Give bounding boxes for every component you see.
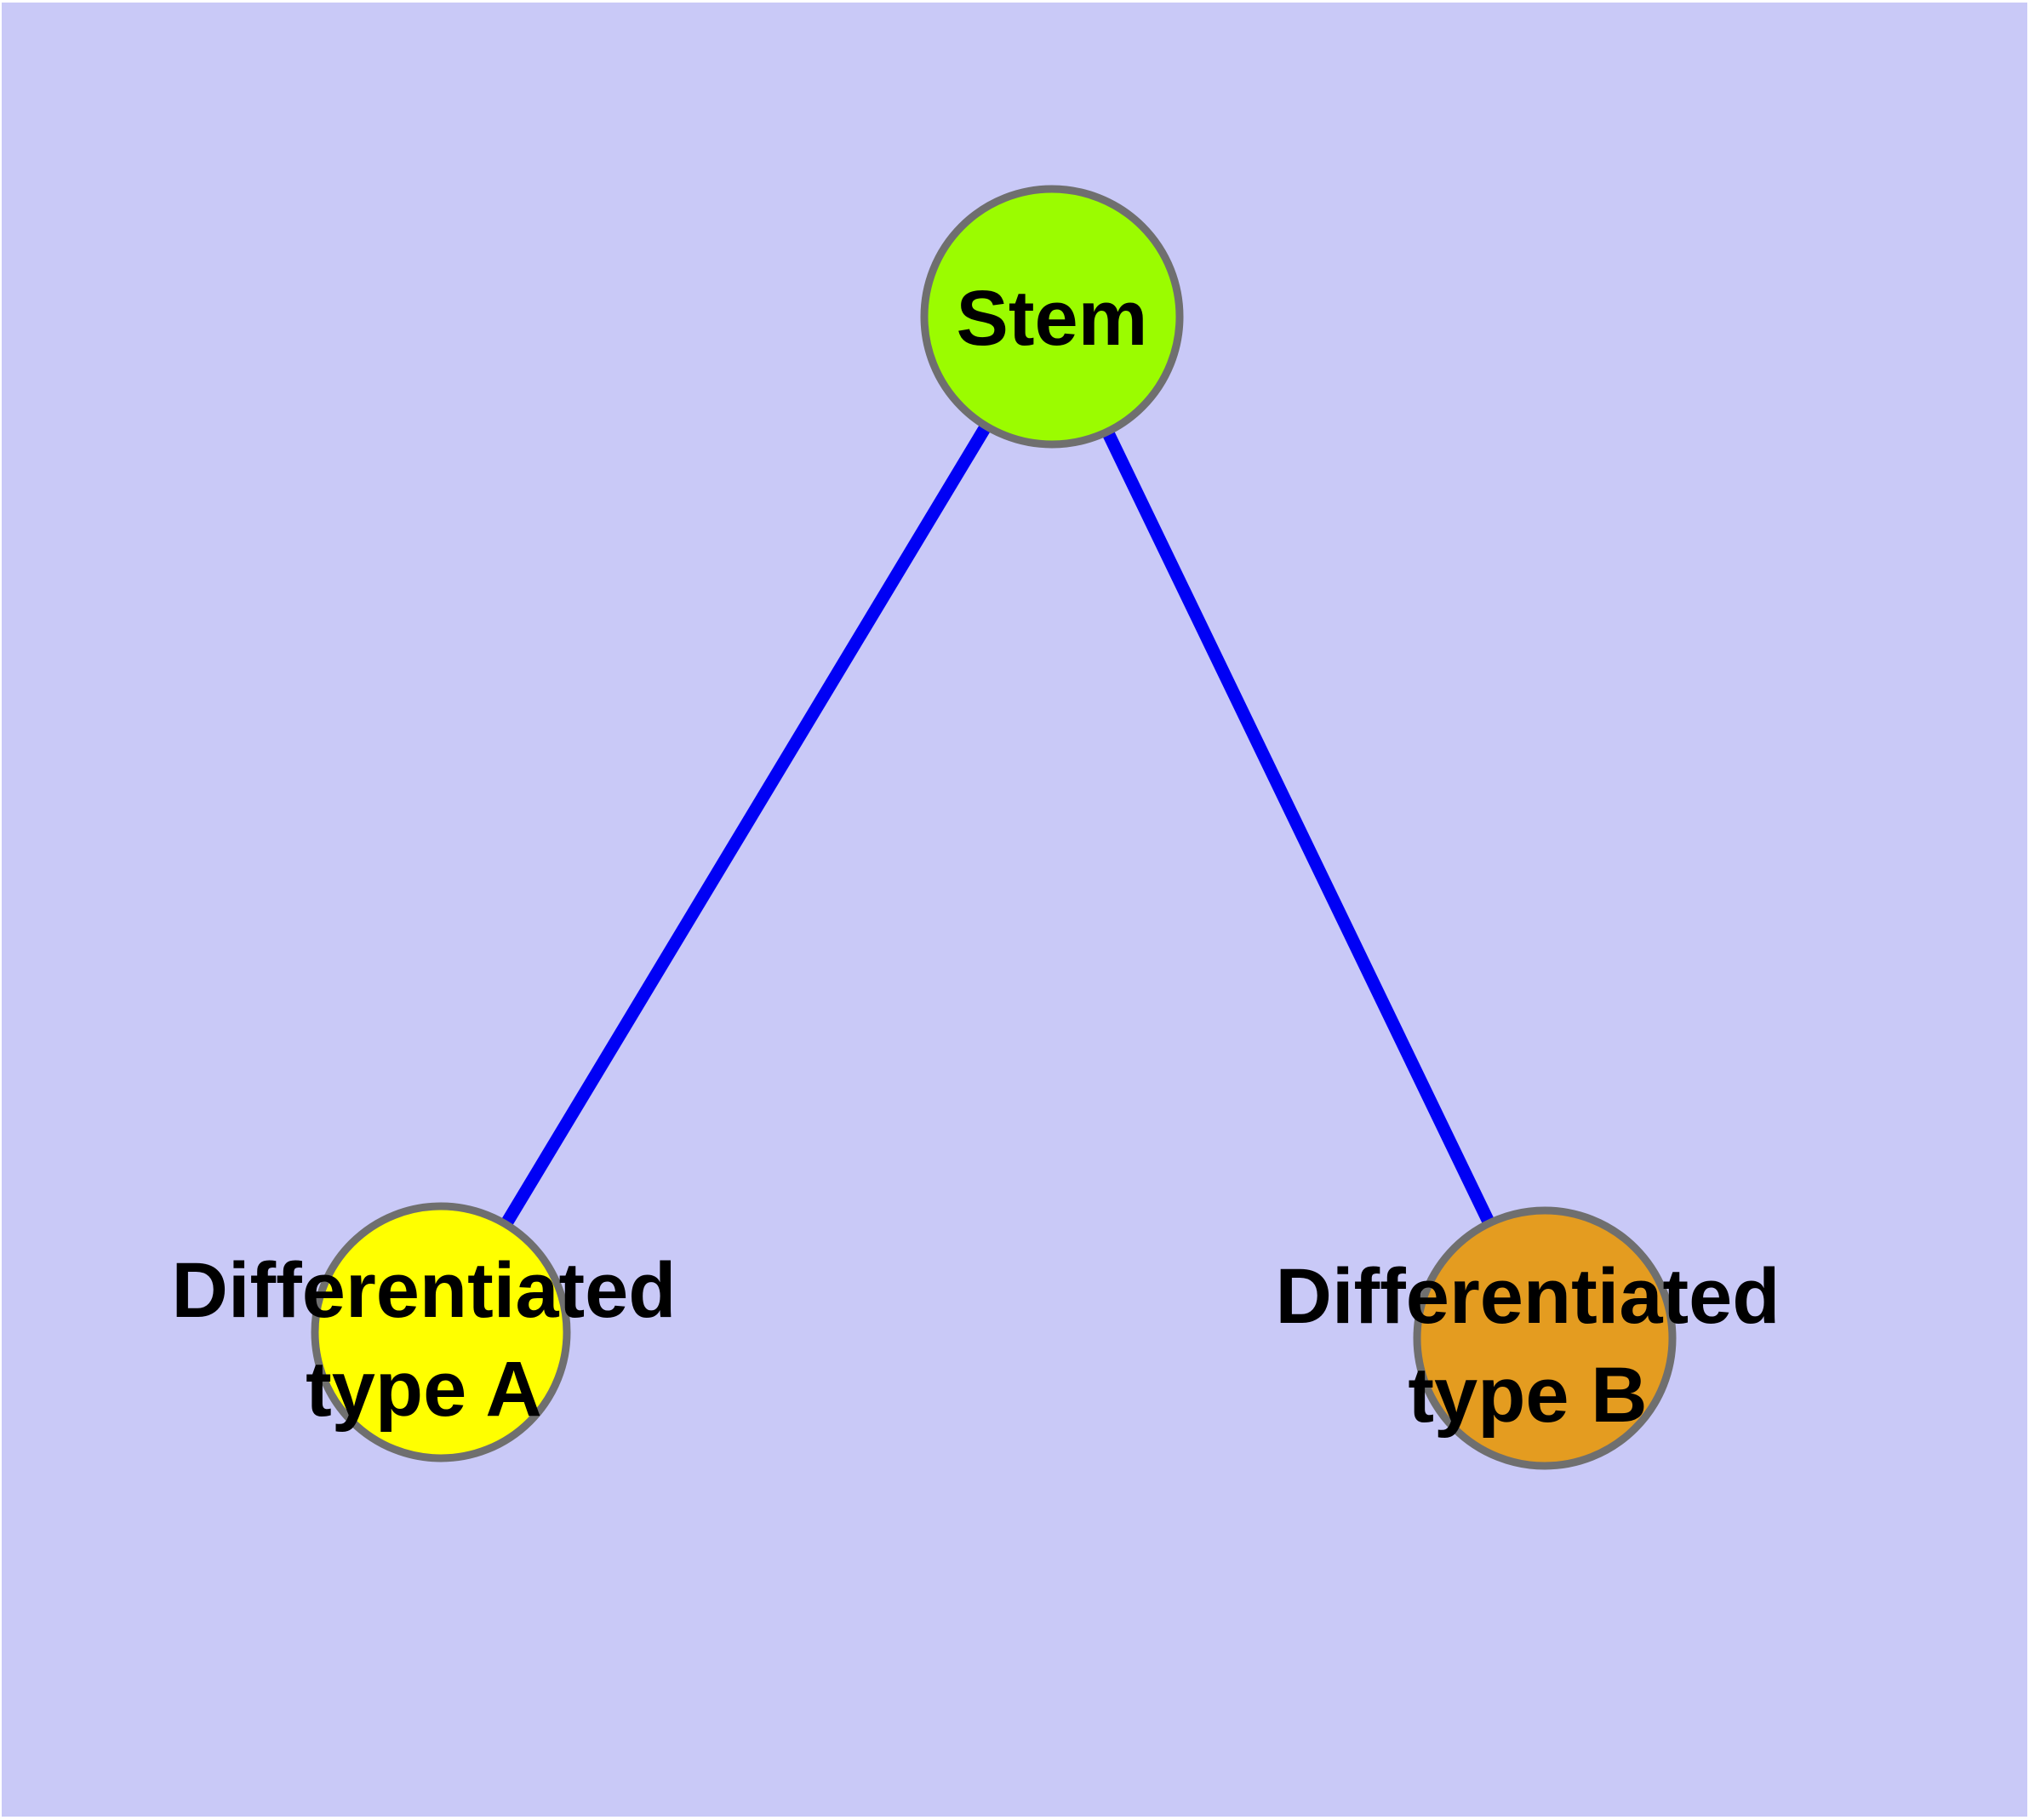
node-stem[interactable] [920, 185, 1184, 449]
node-type-b-label-line1: Differentiated [1276, 1253, 1780, 1340]
node-differentiated-type-b[interactable] [1413, 1206, 1677, 1470]
node-stem-label: Stem [957, 275, 1148, 362]
node-type-a-label-line2: type A [306, 1346, 542, 1433]
edge-stem-to-type-a [435, 313, 1058, 1336]
node-differentiated-type-a[interactable] [311, 1202, 571, 1462]
edge-stem-to-type-b [1046, 313, 1551, 1342]
node-type-a-label-line1: Differentiated [172, 1247, 677, 1334]
node-type-b-label-line2: type B [1408, 1352, 1647, 1439]
